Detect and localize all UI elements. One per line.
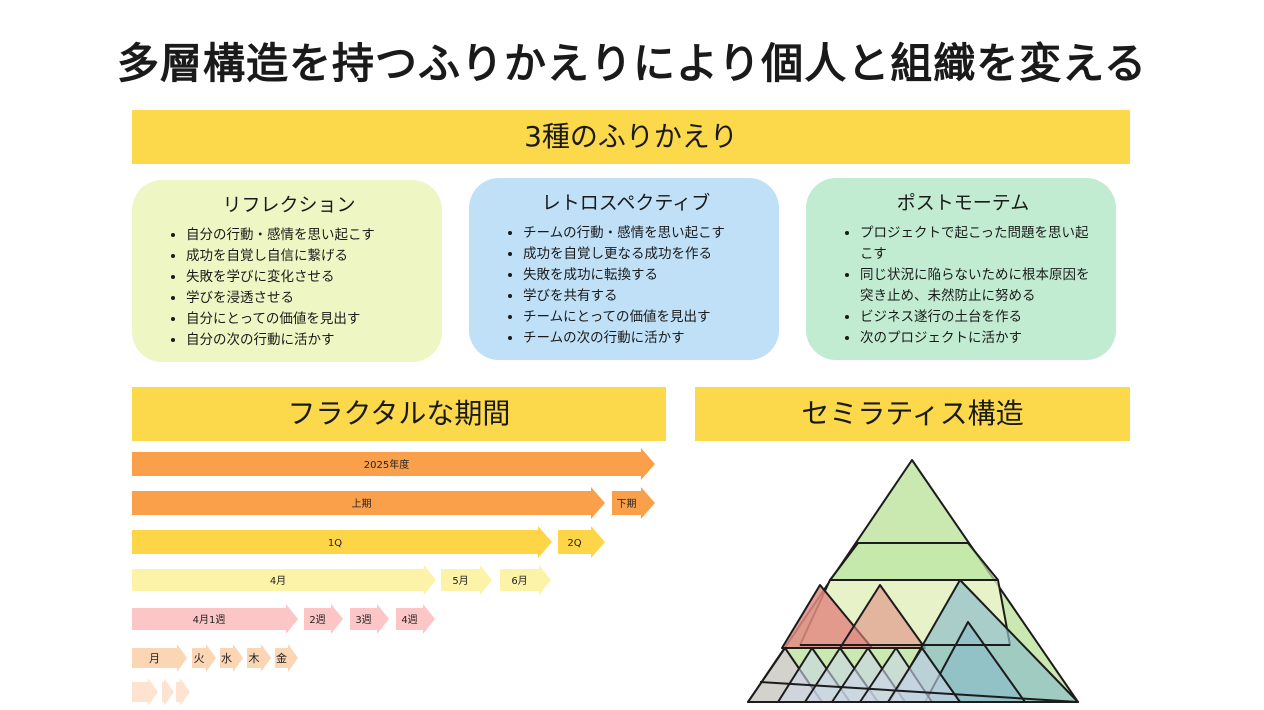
timeline-label: 2Q — [567, 538, 581, 549]
timeline-label: 木 — [249, 652, 260, 665]
fractal-header: フラクタルな期間 — [132, 387, 666, 441]
timeline-arrow — [441, 565, 492, 595]
list-item: 成功を自覚し自信に繋げる — [186, 246, 424, 267]
timeline-label: 6月 — [511, 575, 527, 587]
semilattice-header: セミラティス構造 — [695, 387, 1130, 441]
timeline-label: 2025年度 — [364, 458, 409, 471]
timeline-arrow — [396, 604, 435, 634]
timeline-arrow — [500, 565, 551, 595]
triangle-facet — [887, 647, 961, 703]
list-item: 学びを浸透させる — [186, 288, 424, 309]
timeline-arrow — [132, 448, 655, 480]
types-header: 3種のふりかえり — [132, 110, 1130, 164]
page-title: 多層構造を持つふりかえりにより個人と組織を変える — [117, 39, 1147, 88]
timeline-label: 3週 — [355, 614, 371, 626]
timeline-label: 4週 — [401, 614, 417, 626]
list-item: 自分にとっての価値を見出す — [186, 309, 424, 330]
timeline-arrow — [304, 604, 343, 634]
triangle-facet — [924, 621, 1026, 703]
timeline-label: 4月1週 — [193, 614, 226, 626]
list-item: 失敗を成功に転換する — [523, 265, 761, 286]
list-item: 自分の次の行動に活かす — [186, 330, 424, 351]
list-item: チームの次の行動に活かす — [523, 328, 761, 349]
timeline-label: 1Q — [328, 538, 342, 549]
list-item: 学びを共有する — [523, 286, 761, 307]
timeline-arrow — [275, 644, 298, 672]
list-item: ビジネス遂行の土台を作る — [860, 307, 1098, 328]
timeline-label: 火 — [194, 652, 205, 665]
timeline-arrow — [132, 678, 158, 706]
timeline-label: 水 — [221, 652, 232, 665]
list-item: 失敗を学びに変化させる — [186, 267, 424, 288]
timeline-arrow — [132, 565, 436, 595]
timeline-arrow — [132, 644, 187, 672]
timeline-label: 下期 — [617, 498, 637, 510]
card-title: ポストモーテム — [896, 192, 1030, 214]
timeline-label: 上期 — [352, 498, 372, 510]
timeline-arrow — [176, 678, 190, 706]
card-retrospective: レトロスペクティブ チームの行動・感情を思い起こす 成功を自覚し更なる成功を作る… — [469, 178, 779, 360]
timeline-arrow — [132, 487, 605, 519]
card-postmortem: ポストモーテム プロジェクトで起こった問題を思い起こす 同じ状況に陥らないために… — [806, 178, 1116, 360]
timeline-arrow — [220, 644, 243, 672]
timeline-label: 2週 — [309, 614, 325, 626]
list-item: 次のプロジェクトに活かす — [860, 328, 1098, 349]
list-item: 自分の行動・感情を思い起こす — [186, 225, 424, 246]
card-title: レトロスペクティブ — [541, 192, 711, 214]
list-item: 同じ状況に陥らないために根本原因を突き止め、未然防止に努める — [860, 265, 1098, 307]
timeline-arrow — [162, 678, 174, 706]
list-item: プロジェクトで起こった問題を思い起こす — [860, 223, 1098, 265]
timeline-label: 4月 — [270, 575, 286, 587]
list-item: 成功を自覚し更なる成功を作る — [523, 244, 761, 265]
timeline-arrow — [247, 644, 271, 672]
card-title: リフレクション — [222, 194, 356, 216]
timeline-label: 金 — [276, 651, 287, 665]
timeline-arrow — [350, 604, 389, 634]
list-item: チームの行動・感情を思い起こす — [523, 223, 761, 244]
timeline-arrow — [612, 487, 655, 519]
timeline-label: 5月 — [452, 575, 468, 587]
triangle-facet — [839, 584, 926, 649]
timeline-arrow — [132, 604, 298, 634]
timeline-arrow — [132, 526, 552, 558]
triangle-edge — [759, 681, 1079, 703]
card-reflection: リフレクション 自分の行動・感情を思い起こす 成功を自覚し自信に繋げる 失敗を学… — [132, 180, 442, 362]
list-item: チームにとっての価値を見出す — [523, 307, 761, 328]
triangle-facet — [829, 542, 999, 581]
timeline-arrow — [558, 526, 605, 558]
timeline-label: 月 — [149, 652, 160, 665]
timeline-arrow — [192, 644, 216, 672]
